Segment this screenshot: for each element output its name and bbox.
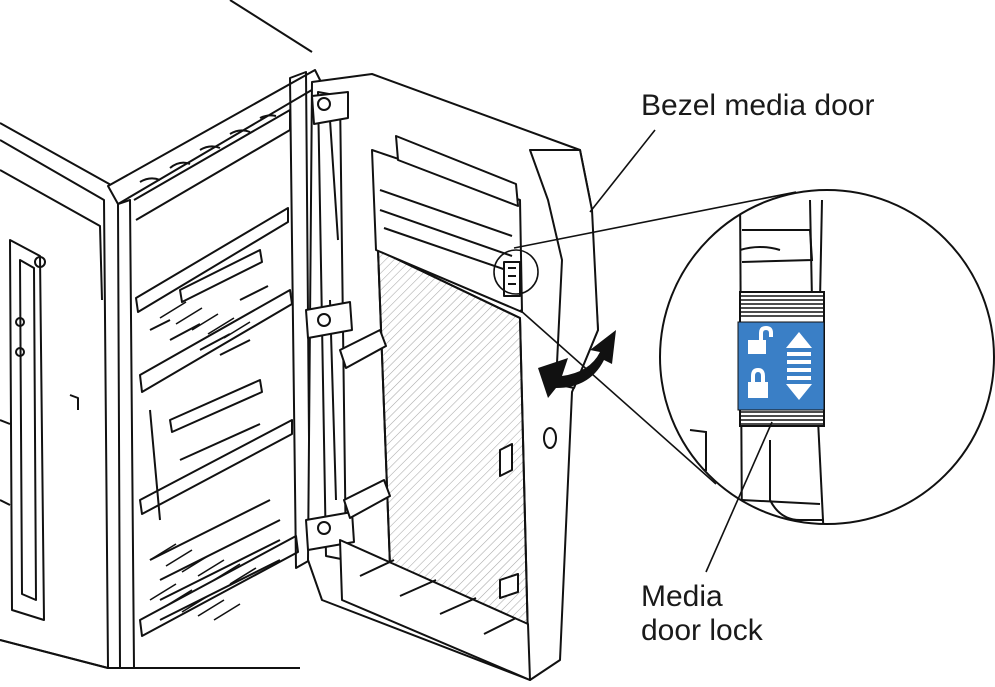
media-door-lock-label: Media door lock bbox=[641, 580, 763, 648]
bezel-media-door-label: Bezel media door bbox=[641, 89, 875, 122]
unlocked-padlock-icon bbox=[748, 326, 773, 354]
media-door-lock-leader bbox=[705, 421, 773, 573]
arrow-down-icon bbox=[786, 384, 812, 400]
zoom-loupe bbox=[493, 189, 995, 525]
slider-grip-bars bbox=[787, 352, 811, 380]
bezel-media-door bbox=[305, 73, 599, 681]
bezel-media-door-leader bbox=[589, 129, 656, 213]
media-door-lock-label-line2: door lock bbox=[641, 614, 763, 647]
arrow-up-icon bbox=[786, 332, 812, 348]
server-chassis bbox=[0, 0, 323, 669]
curved-double-arrow-icon bbox=[538, 330, 616, 398]
locked-padlock-icon bbox=[748, 368, 768, 398]
media-door-lock-badge bbox=[737, 321, 825, 411]
media-door-lock-label-line1: Media bbox=[641, 580, 723, 613]
